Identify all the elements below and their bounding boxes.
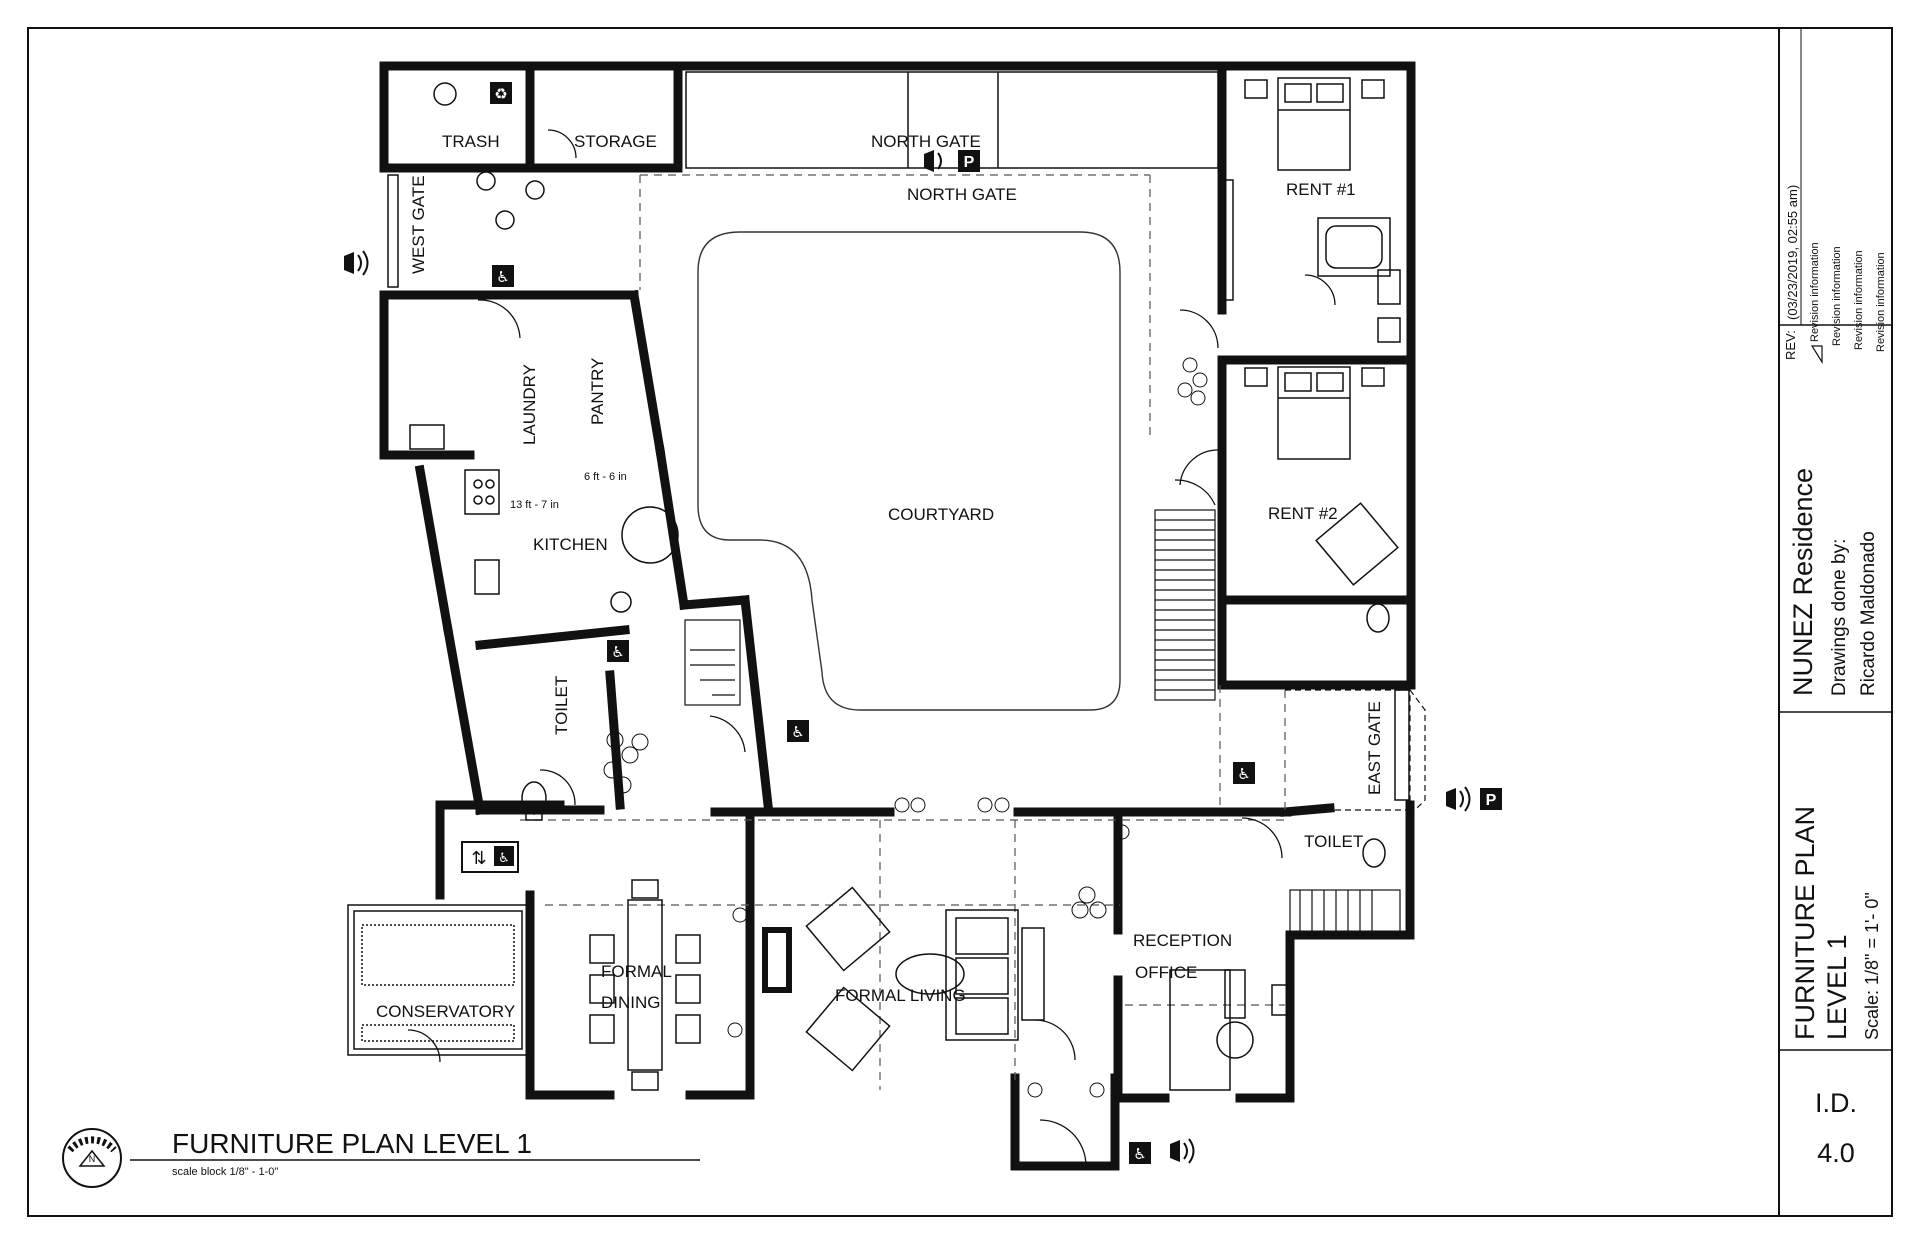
wheelchair-accessible-icon: ♿ ♿ ♿ ♿ ♿ xyxy=(492,265,1255,1164)
label-north-gate-top: NORTH GATE xyxy=(871,132,981,151)
plan-scale-note: scale block 1/8" - 1-0" xyxy=(172,1166,278,1178)
parking-label-north: P xyxy=(964,154,975,171)
fireplace-icon xyxy=(762,927,792,993)
label-kitchen-length: 13 ft - 7 in xyxy=(510,499,559,511)
courtyard-outline xyxy=(697,231,1121,711)
armchair-rent2-icon xyxy=(1315,502,1399,586)
north-arrow-label: N xyxy=(89,1154,96,1164)
label-toilet-west: TOILET xyxy=(552,676,571,735)
svg-text:♿: ♿ xyxy=(498,851,510,866)
label-courtyard: COURTYARD xyxy=(888,505,994,524)
plan-title: FURNITURE PLAN LEVEL 1 xyxy=(172,1128,532,1159)
rev-label: REV: xyxy=(1783,330,1798,360)
sheet-id-label: I.D. xyxy=(1815,1088,1857,1118)
label-trash: TRASH xyxy=(442,132,500,151)
label-pantry: PANTRY xyxy=(588,358,607,425)
recycle-icon: ♻ xyxy=(490,82,512,104)
plan-title-block: N FURNITURE PLAN LEVEL 1 scale block 1/8… xyxy=(62,1128,700,1188)
label-conservatory: CONSERVATORY xyxy=(376,1002,515,1021)
office-desk-icon xyxy=(1169,969,1291,1091)
label-north-gate: NORTH GATE xyxy=(907,185,1017,204)
label-storage: STORAGE xyxy=(574,132,657,151)
project-name: NUNEZ Residence xyxy=(1788,468,1818,696)
toilet-fixtures-icon xyxy=(521,269,1401,868)
revision-info-3: Revision information xyxy=(1853,250,1865,350)
courtyard-stairs xyxy=(1154,479,1216,701)
label-laundry: LAUNDRY xyxy=(520,364,539,445)
east-gate-screen xyxy=(1285,688,1426,817)
svg-text:♿: ♿ xyxy=(496,268,509,286)
svg-text:♿: ♿ xyxy=(611,643,624,661)
svg-text:♻: ♻ xyxy=(494,85,507,103)
revision-info-2: Revision information xyxy=(1831,246,1843,346)
label-kitchen-width: 6 ft - 6 in xyxy=(584,471,627,483)
room-labels: TRASH STORAGE NORTH GATE NORTH GATE WEST… xyxy=(376,132,1384,1021)
east-stairs xyxy=(1289,889,1401,936)
drawn-by-name: Ricardo Maldonado xyxy=(1858,531,1879,696)
svg-text:♿: ♿ xyxy=(791,723,804,741)
revision-info-1: Revision information xyxy=(1809,242,1821,342)
door-swings xyxy=(407,129,1336,1167)
bed-rent2-icon xyxy=(1244,366,1385,460)
drawn-by-label: Drawings done by: xyxy=(1829,539,1850,696)
dining-table-icon xyxy=(589,879,701,1091)
label-formal-dining-1: FORMAL xyxy=(601,962,672,981)
bathtub-icon xyxy=(1317,217,1391,277)
elevator-arrows-icon: ⇅ ♿ xyxy=(461,841,519,873)
sheet-scale: Scale: 1/8" = 1'- 0" xyxy=(1862,892,1882,1040)
svg-text:♿: ♿ xyxy=(1237,765,1250,783)
label-formal-living: FORMAL LIVING xyxy=(835,986,966,1005)
spiral-stair xyxy=(684,619,741,706)
svg-text:♿: ♿ xyxy=(1133,1145,1146,1163)
speaker-intercom-icon xyxy=(344,150,1471,1164)
parking-label-east: P xyxy=(1486,792,1497,809)
conservatory-enclosure xyxy=(347,904,529,1056)
label-reception: RECEPTION xyxy=(1133,931,1232,950)
label-rent2: RENT #2 xyxy=(1268,504,1338,523)
trash-can-icon xyxy=(433,82,632,613)
gate-screens xyxy=(387,71,1410,801)
svg-text:⇅: ⇅ xyxy=(471,848,486,869)
label-east-gate: EAST GATE xyxy=(1365,701,1384,795)
sheet-number: 4.0 xyxy=(1817,1138,1855,1168)
revision-date: (03/23/2019, 02:55 am) xyxy=(1785,185,1800,320)
label-toilet-east: TOILET xyxy=(1304,832,1363,851)
exterior-walls xyxy=(379,61,1416,1171)
label-west-gate: WEST GATE xyxy=(409,175,428,274)
sheet-border xyxy=(27,27,1893,1217)
bed-rent1-icon xyxy=(1244,77,1385,171)
overhead-dashed-lines xyxy=(520,174,1286,1090)
label-kitchen: KITCHEN xyxy=(533,535,608,554)
planters xyxy=(603,357,1208,1098)
revision-info-4: Revision information xyxy=(1875,252,1887,352)
label-rent1: RENT #1 xyxy=(1286,180,1356,199)
label-office: OFFICE xyxy=(1135,963,1197,982)
parking-sign-icon: P P xyxy=(958,150,1502,810)
revision-triangle-icon xyxy=(1810,345,1823,365)
sheet-title-line-1: FURNITURE PLAN xyxy=(1790,806,1820,1040)
living-furniture-icon xyxy=(805,886,1045,1072)
sheet-title-line-2: LEVEL 1 xyxy=(1822,934,1852,1040)
kitchen-fixtures-icon xyxy=(409,424,679,595)
north-arrow-icon xyxy=(62,1128,122,1188)
label-formal-dining-2: DINING xyxy=(601,993,661,1012)
title-block: (03/23/2019, 02:55 am) REV: Revision inf… xyxy=(1778,28,1892,1216)
